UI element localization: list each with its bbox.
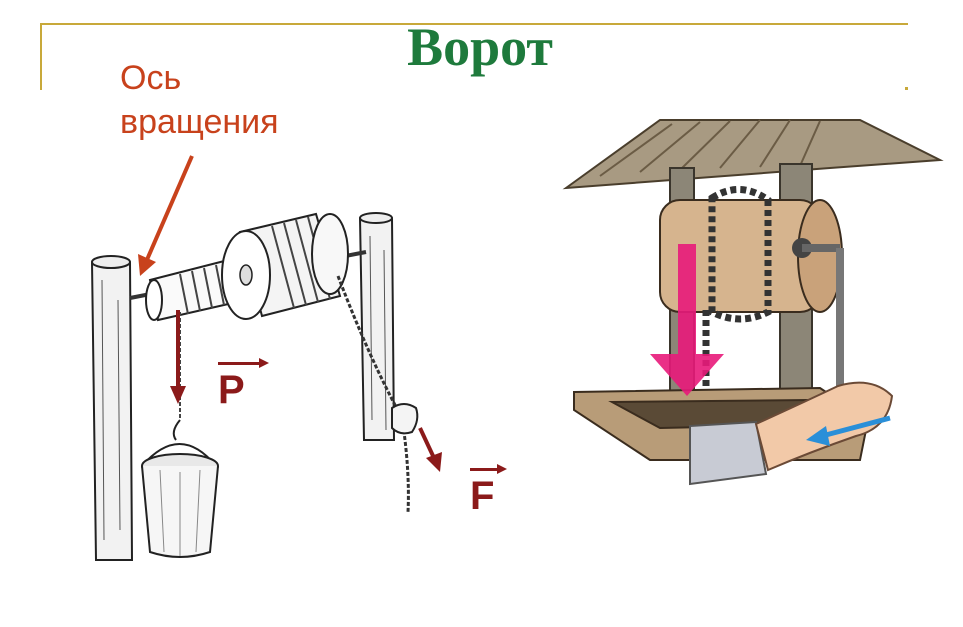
vector-f-text: F xyxy=(470,474,495,518)
arm-hand xyxy=(754,381,894,472)
axis-label-line2: вращения xyxy=(120,103,279,141)
large-drum xyxy=(221,212,349,320)
axis-label: Ось вращения xyxy=(120,56,279,144)
vector-label-f: F xyxy=(470,464,507,519)
left-windlass-drawing xyxy=(90,155,442,561)
vector-label-p: P xyxy=(218,358,269,413)
hand xyxy=(391,403,419,435)
left-post xyxy=(90,257,134,561)
slide-title: Ворот xyxy=(407,17,553,77)
right-post xyxy=(358,213,396,441)
slide-frame-corner xyxy=(905,87,908,90)
axis-pointer-arrow xyxy=(144,155,194,263)
axis-label-line1: Ось xyxy=(120,59,182,97)
roof xyxy=(562,119,944,190)
vector-bar-f xyxy=(470,464,507,474)
vector-p-text: P xyxy=(218,368,245,412)
slide-frame-left xyxy=(40,23,42,90)
applied-force-arrow xyxy=(418,427,436,459)
chain-arrow xyxy=(650,244,724,396)
right-well-drawing xyxy=(562,119,944,486)
arm-sleeve xyxy=(689,420,768,486)
bucket xyxy=(141,419,219,558)
crank-direction-arrow xyxy=(821,415,891,439)
vector-bar-p xyxy=(218,358,269,368)
slide-frame-top xyxy=(40,23,908,25)
